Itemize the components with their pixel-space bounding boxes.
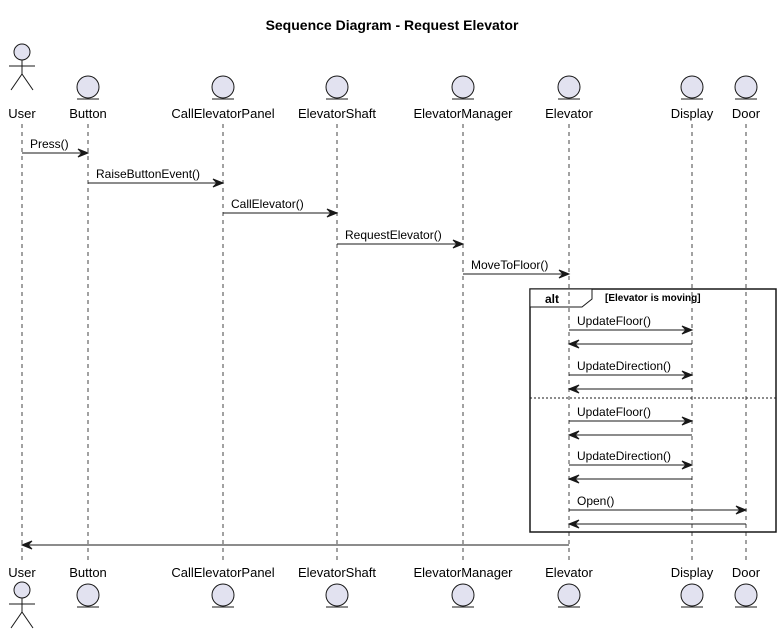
entity-door-bottom-icon (734, 583, 758, 608)
alt-operator-tab (529, 288, 593, 308)
participant-elevatormanager-top-label: ElevatorManager (414, 106, 514, 121)
participant-elevatorshaft-top-label: ElevatorShaft (298, 106, 376, 121)
entity-elevator-bottom-icon (557, 583, 581, 608)
message-arrowhead (567, 339, 580, 349)
alt-guard-label: [Elevator is moving] (605, 293, 701, 304)
actor-user-bottom-icon (9, 581, 35, 629)
message-10 (567, 430, 692, 440)
message-arrowhead (735, 505, 748, 515)
message-arrowhead (20, 540, 33, 550)
message-5: UpdateFloor() (569, 314, 694, 335)
message-arrowhead (212, 178, 225, 188)
message-4: MoveToFloor() (463, 258, 571, 279)
participant-elevator-bottom-label: Elevator (545, 565, 593, 580)
entity-elevatorshaft-top-icon (325, 75, 349, 100)
message-13: Open() (569, 494, 748, 515)
entity-button-bottom-icon (76, 583, 100, 608)
message-8 (567, 384, 692, 394)
message-arrowhead (567, 430, 580, 440)
message-0: Press() (22, 137, 90, 158)
message-label: RequestElevator() (345, 228, 442, 242)
participant-button-bottom-label: Button (69, 565, 107, 580)
message-arrowhead (681, 370, 694, 380)
message-7: UpdateDirection() (569, 359, 694, 380)
participant-user-bottom-label: User (8, 565, 36, 580)
message-arrowhead (326, 208, 339, 218)
participant-callelevatorpanel-top-label: CallElevatorPanel (171, 106, 274, 121)
diagram-title: Sequence Diagram - Request Elevator (266, 17, 519, 33)
participant-button-top-label: Button (69, 106, 107, 121)
message-arrowhead (567, 474, 580, 484)
message-arrowhead (77, 148, 90, 158)
entity-display-top-icon (680, 75, 704, 100)
message-arrowhead (681, 460, 694, 470)
message-label: RaiseButtonEvent() (96, 167, 200, 181)
message-arrowhead (567, 384, 580, 394)
alt-operator-label: alt (545, 292, 559, 306)
message-label: UpdateFloor() (577, 405, 651, 419)
participant-elevator-top-label: Elevator (545, 106, 593, 121)
alt-fragment-border (529, 288, 777, 533)
message-12 (567, 474, 692, 484)
participant-display-top-label: Display (671, 106, 714, 121)
participant-door-bottom-label: Door (732, 565, 761, 580)
participant-callelevatorpanel-bottom-label: CallElevatorPanel (171, 565, 274, 580)
entity-callelevatorpanel-top-icon (211, 75, 235, 100)
participant-user-top-label: User (8, 106, 36, 121)
entity-elevatormanager-top-icon (451, 75, 475, 100)
entity-door-top-icon (734, 75, 758, 100)
participant-display-bottom-label: Display (671, 565, 714, 580)
message-1: RaiseButtonEvent() (88, 167, 225, 188)
message-arrowhead (567, 519, 580, 529)
message-6 (567, 339, 692, 349)
entity-elevatorshaft-bottom-icon (325, 583, 349, 608)
alt-fragment: alt [Elevator is moving] (529, 288, 777, 533)
message-arrowhead (452, 239, 465, 249)
participant-elevatorshaft-bottom-label: ElevatorShaft (298, 565, 376, 580)
message-arrowhead (558, 269, 571, 279)
message-label: CallElevator() (231, 197, 304, 211)
message-arrowhead (681, 325, 694, 335)
message-3: RequestElevator() (337, 228, 465, 249)
message-label: Open() (577, 494, 614, 508)
message-15 (20, 540, 569, 550)
entity-elevator-top-icon (557, 75, 581, 100)
message-11: UpdateDirection() (569, 449, 694, 470)
message-2: CallElevator() (223, 197, 339, 218)
message-label: UpdateDirection() (577, 449, 671, 463)
message-arrowhead (681, 416, 694, 426)
entity-callelevatorpanel-bottom-icon (211, 583, 235, 608)
message-label: MoveToFloor() (471, 258, 548, 272)
entity-elevatormanager-bottom-icon (451, 583, 475, 608)
entity-button-top-icon (76, 75, 100, 100)
message-label: Press() (30, 137, 69, 151)
message-label: UpdateFloor() (577, 314, 651, 328)
message-14 (567, 519, 746, 529)
participant-door-top-label: Door (732, 106, 761, 121)
message-label: UpdateDirection() (577, 359, 671, 373)
message-9: UpdateFloor() (569, 405, 694, 426)
entity-display-bottom-icon (680, 583, 704, 608)
actor-user-top-icon (9, 43, 35, 91)
participant-elevatormanager-bottom-label: ElevatorManager (414, 565, 514, 580)
